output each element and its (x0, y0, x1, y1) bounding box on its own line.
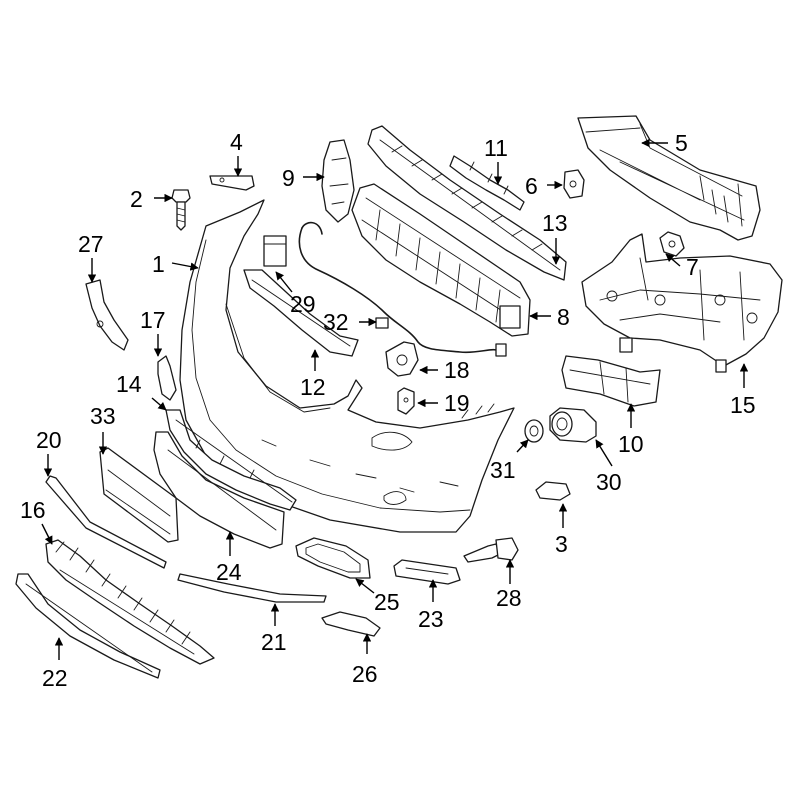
callout-11: 11 (484, 135, 508, 161)
part-33-license-bracket[interactable] (99, 447, 179, 543)
part-2-bolt[interactable] (171, 189, 191, 231)
part-7-clip[interactable] (659, 231, 685, 257)
callout-22: 22 (42, 665, 68, 691)
leader-16 (41, 523, 53, 545)
callout-21: 21 (261, 629, 287, 655)
callout-18: 18 (444, 357, 470, 383)
part-18-fog-lamp[interactable] (385, 341, 419, 377)
leader-25 (355, 578, 375, 594)
callout-27: 27 (78, 231, 104, 257)
leader-14 (151, 397, 167, 411)
callout-29: 29 (290, 291, 316, 317)
callout-9: 9 (282, 165, 295, 191)
part-4-bracket[interactable] (209, 175, 255, 191)
callout-labels: 1 2 3 4 5 6 7 8 9 10 11 12 13 14 15 16 1… (20, 129, 756, 691)
callout-33: 33 (90, 403, 116, 429)
part-30-sensor[interactable] (549, 407, 597, 443)
callout-31: 31 (490, 457, 516, 483)
callout-20: 20 (36, 427, 62, 453)
callout-14: 14 (116, 371, 142, 397)
leader-lines (41, 138, 749, 660)
part-12-lower-bracket[interactable] (243, 269, 359, 357)
callout-6: 6 (525, 173, 538, 199)
part-13-energy-absorber[interactable] (367, 125, 567, 281)
part-16-lower-grille[interactable] (45, 539, 215, 665)
leader-30 (595, 439, 613, 467)
part-6-bracket[interactable] (563, 169, 585, 199)
part-29-module[interactable] (263, 235, 287, 267)
part-23-plate-bracket[interactable] (393, 559, 461, 585)
callout-2: 2 (130, 186, 143, 212)
callout-15: 15 (730, 392, 756, 418)
part-22-lower-trim[interactable] (15, 573, 161, 679)
part-26-cover[interactable] (321, 611, 381, 637)
callout-1: 1 (152, 251, 165, 277)
part-20-molding[interactable] (45, 475, 167, 569)
part-9-side-bracket[interactable] (321, 139, 355, 223)
part-17-bracket[interactable] (157, 355, 177, 401)
callout-23: 23 (418, 606, 444, 632)
callout-19: 19 (444, 390, 470, 416)
callout-5: 5 (675, 130, 688, 156)
callout-26: 26 (352, 661, 378, 687)
part-31-ring[interactable] (524, 419, 544, 443)
part-14-side-guide[interactable] (165, 409, 297, 511)
part-15-mounting-panel[interactable] (581, 233, 783, 373)
callout-8: 8 (557, 304, 570, 330)
part-27-side-bracket[interactable] (85, 279, 129, 351)
part-8-bumper-absorber[interactable] (351, 183, 531, 337)
callout-16: 16 (20, 497, 46, 523)
callout-24: 24 (216, 559, 242, 585)
part-25-fog-grille[interactable] (295, 537, 371, 579)
leader-1 (171, 262, 199, 271)
part-21-lower-strip[interactable] (177, 573, 327, 603)
callout-4: 4 (230, 129, 243, 155)
leader-31 (516, 439, 529, 453)
leader-29 (275, 271, 293, 293)
part-32-wiring-harness[interactable] (298, 221, 507, 357)
callout-32: 32 (323, 309, 349, 335)
callout-17: 17 (140, 307, 166, 333)
part-28-sensor[interactable] (463, 537, 519, 563)
part-24-lower-panel[interactable] (153, 431, 285, 549)
callout-3: 3 (555, 531, 568, 557)
callout-30: 30 (596, 469, 622, 495)
part-3-clip[interactable] (535, 481, 571, 501)
callout-28: 28 (496, 585, 522, 611)
part-19-clip[interactable] (397, 387, 415, 415)
callout-10: 10 (618, 431, 644, 457)
part-10-mount-bracket[interactable] (561, 355, 661, 407)
part-11-bracket-strip[interactable] (449, 155, 525, 211)
callout-13: 13 (542, 210, 568, 236)
leader-7 (665, 253, 681, 267)
callout-7: 7 (686, 254, 699, 280)
callout-12: 12 (300, 374, 326, 400)
callout-25: 25 (374, 589, 400, 615)
part-5-upper-reinforcement[interactable] (577, 115, 761, 241)
